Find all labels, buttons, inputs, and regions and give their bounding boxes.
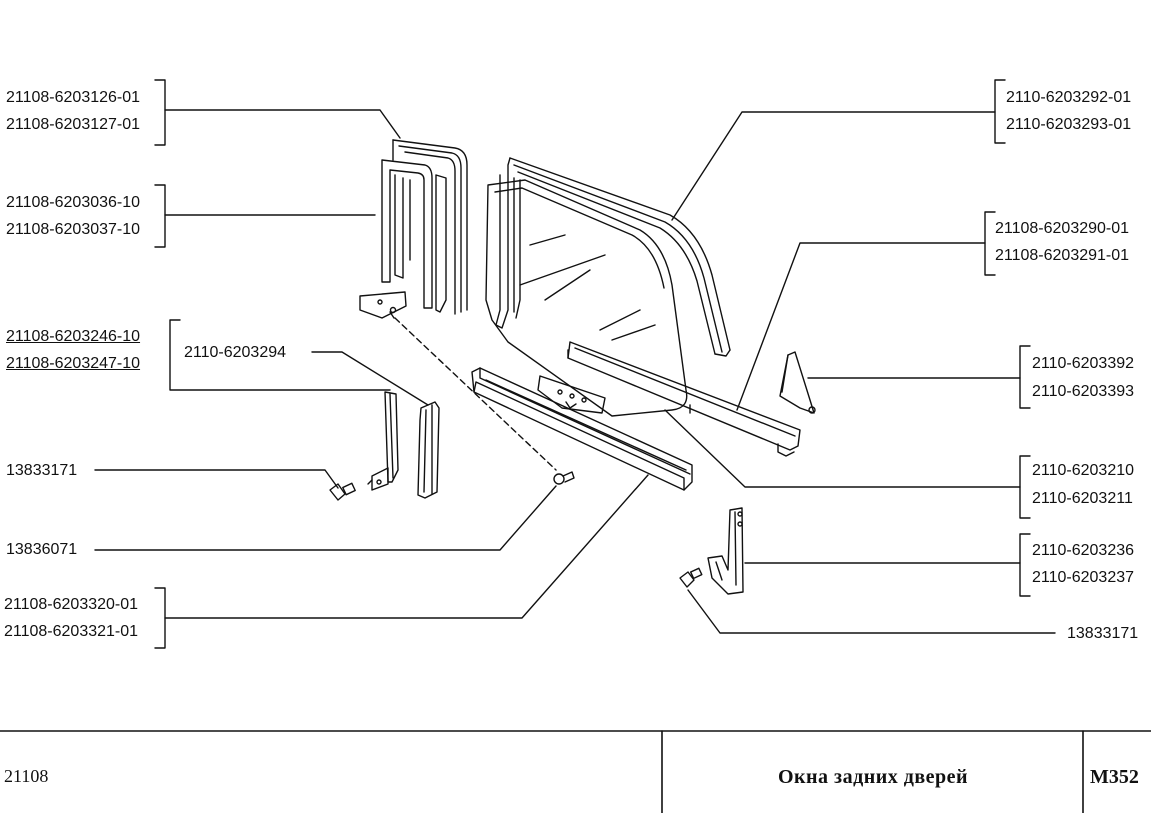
part-number-label: 2110-6203236 <box>1032 542 1135 559</box>
part-number-label: 21108-6203126-01 <box>6 89 141 106</box>
leader-lines-right <box>664 79 1056 634</box>
rear-door-rear-guide <box>417 401 440 499</box>
footer-frame <box>0 730 1151 813</box>
rear-door-lower-bracket <box>707 507 744 595</box>
part-number-label: 21108-6203037-10 <box>6 221 141 238</box>
part-number-label: 21108-6203321-01 <box>4 623 139 640</box>
rear-window-corner-bracket <box>779 351 816 414</box>
rear-door-glass <box>485 179 688 417</box>
nut-center <box>553 471 575 485</box>
part-number-label: 21108-6203291-01 <box>995 247 1130 264</box>
part-number-label: 21108-6203247-10 <box>6 355 141 372</box>
part-number-label: 2110-6203294 <box>184 344 287 361</box>
part-number-label: 2110-6203237 <box>1032 569 1135 586</box>
part-number-label: 21108-6203320-01 <box>4 596 139 613</box>
assembly-dashed-line <box>394 317 557 471</box>
part-number-label: 21108-6203036-10 <box>6 194 141 211</box>
rear-door-small-window-seal <box>392 139 468 315</box>
part-number-label: 21108-6203290-01 <box>995 220 1130 237</box>
model-number: 21108 <box>4 766 49 786</box>
part-number-label: 2110-6203211 <box>1032 490 1133 507</box>
rear-door-window-upper-seal <box>495 157 731 357</box>
part-number-label: 13833171 <box>6 462 78 479</box>
part-number-label: 2110-6203392 <box>1032 355 1135 372</box>
part-number-label: 13833171 <box>1067 625 1139 642</box>
part-number-label: 2110-6203292-01 <box>1006 89 1132 106</box>
rear-door-front-guide <box>367 391 399 491</box>
part-number-label: 2110-6203293-01 <box>1006 116 1132 133</box>
rear-door-lower-glass-channel <box>471 367 693 491</box>
leader-lines-left <box>94 79 649 649</box>
part-number-label: 21108-6203127-01 <box>6 116 141 133</box>
rear-door-small-window-frame <box>359 159 447 319</box>
part-number-label: 13836071 <box>6 541 78 558</box>
part-number-label: 2110-6203393 <box>1032 383 1135 400</box>
screw-left <box>329 482 356 501</box>
page-code: М352 <box>1090 766 1139 788</box>
part-number-label: 21108-6203246-10 <box>6 328 141 345</box>
part-number-label: 2110-6203210 <box>1032 462 1135 479</box>
screw-right <box>679 567 703 588</box>
page-title: Окна задних дверей <box>777 766 969 788</box>
rear-door-inner-glass-run <box>567 341 801 457</box>
